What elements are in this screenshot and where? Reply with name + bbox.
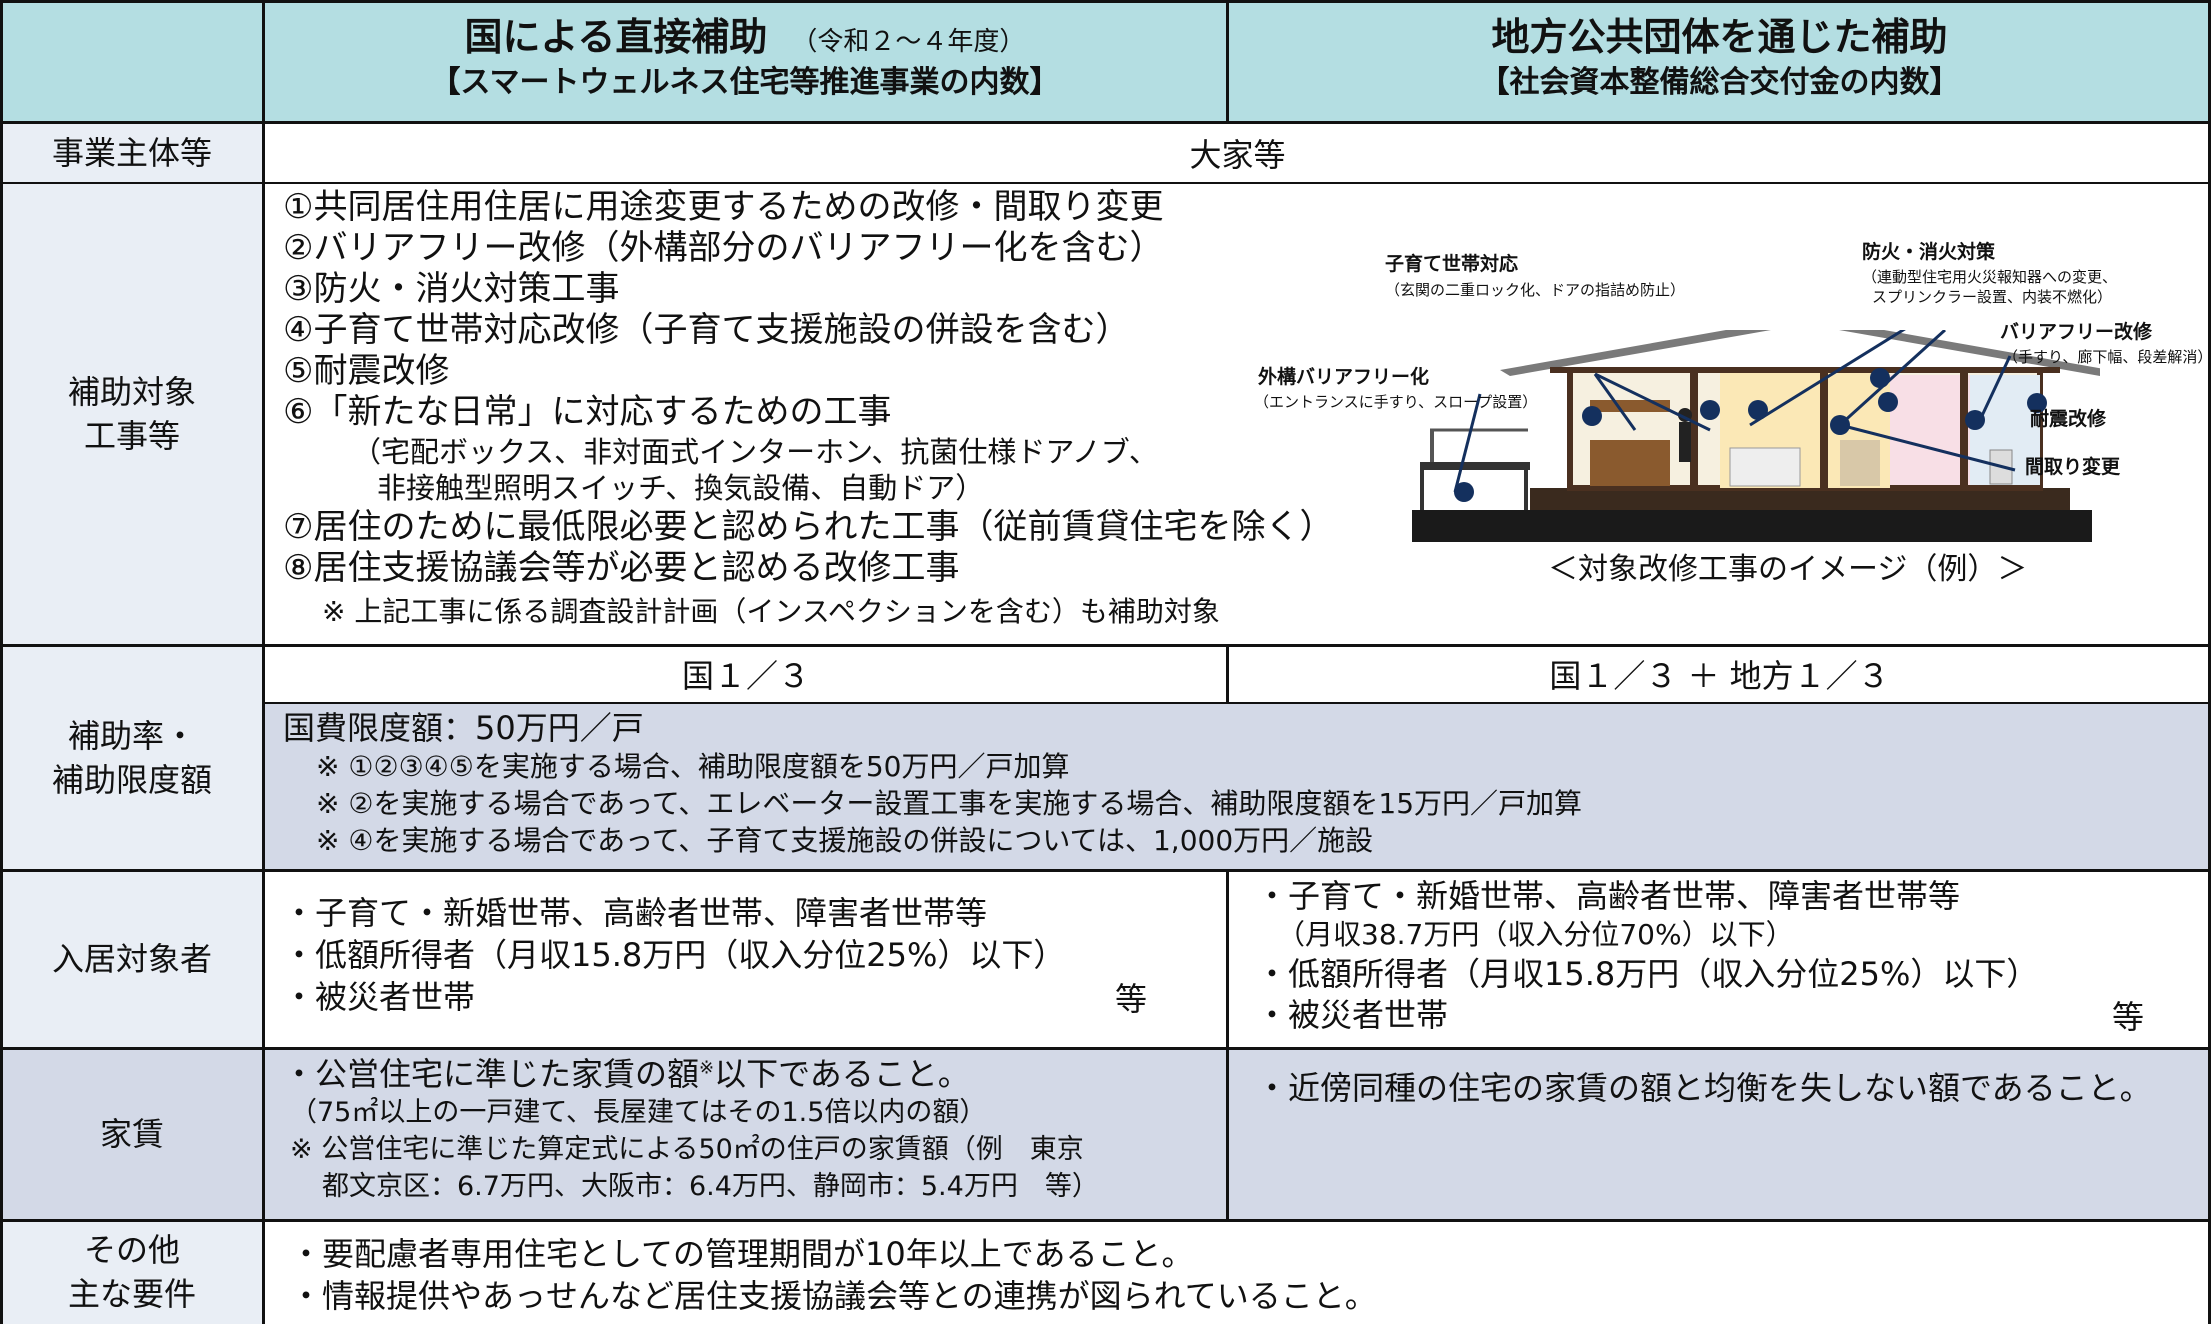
tenants-col1-line2: ・低額所得者（月収15.8万円（収入分位25%）以下） [283,936,1066,974]
rate-limit: 国費限度額：50万円／戸 [283,709,644,747]
grid-line [0,182,2211,184]
row-label-operator: 事業主体等 [51,134,212,172]
col2-title: 地方公共団体を通じた補助 [1491,15,1948,59]
rate-col2: 国１／３ ＋ 地方１／３ [1549,657,1890,695]
other-line1: ・要配慮者専用住宅としての管理期間が10年以上であること。 [290,1235,1194,1273]
work-item-2: ②バリアフリー改修（外構部分のバリアフリー化を含む） [283,228,1164,268]
image-caption: ＜対象改修工事のイメージ（例）＞ [1548,552,2028,587]
ann-bf-title: バリアフリー改修 [2000,321,2153,343]
ann-fire-title: 防火・消火対策 [1862,241,1996,263]
rate-col1: 国１／３ [681,657,810,695]
works-label-line1: 補助対象 [67,373,196,411]
work-item-6-detail1: （宅配ボックス、非対面式インターホン、抗菌仕様ドアノブ、 [352,435,1158,469]
rate-note-1: ※ ①②③④⑤を実施する場合、補助限度額を50万円／戸加算 [316,750,1070,783]
other-value-bg [264,1220,2211,1324]
rate-top-bg [264,645,2211,703]
other-line2: ・情報提供やあっせんなど居住支援協議会等との連携が図られていること。 [290,1277,1377,1315]
house-illustration [1412,330,2100,542]
grid-line [1226,870,1229,1220]
tenants-col1-line1: ・子育て・新婚世帯、高齢者世帯、障害者世帯等 [283,894,988,932]
grid-line [0,121,2211,124]
tenants-col2-line4: ・被災者世帯 [1256,996,1449,1034]
works-label-line2: 工事等 [83,417,180,455]
tenants-value-bg [264,870,2211,1048]
grid-line [1226,0,1229,123]
ann-fire-sub1: （連動型住宅用火災報知器への変更、 [1862,268,2118,286]
tenants-col1-etc: 等 [1115,980,1148,1018]
grid-line [0,869,2211,872]
rent-col1-mark: ※ [699,1057,715,1079]
row-label-rent: 家賃 [99,1115,164,1153]
rent-col1-line3: ※ 公営住宅に準じた算定式による50㎡の住戸の家賃額（例 東京 [290,1134,1084,1165]
rent-col1-line2: （75㎡以上の一戸建て、長屋建てはその1.5倍以内の額） [290,1097,987,1128]
operator-value-bg [264,123,2211,183]
tenants-col2-line1: ・子育て・新婚世帯、高齢者世帯、障害者世帯等 [1256,877,1961,915]
grid-line [0,644,2211,647]
ann-child-sub: （玄関の二重ロック化、ドアの指詰め防止） [1385,281,1686,299]
rent-col2: ・近傍同種の住宅の家賃の額と均衡を失しない額であること。 [1256,1069,2152,1107]
grid-line [0,1219,2211,1222]
grid-line [2208,0,2211,1324]
grid-line [0,0,2211,3]
row-label-tenants: 入居対象者 [51,940,212,978]
col1-subtitle: 【スマートウェルネス住宅等推進事業の内数】 [430,65,1060,100]
col1-title: 国による直接補助 [464,15,768,59]
rate-label-line1: 補助率・ [67,716,196,755]
rate-note-3: ※ ④を実施する場合であって、子育て支援施設の併設については、1,000万円／施… [316,824,1374,857]
ann-quake: 耐震改修 [2030,408,2107,430]
col1-period: （令和２～４年度） [791,27,1026,57]
ann-ext-sub: （エントランスに手すり、スロープ設置） [1254,393,1538,411]
work-item-6: ⑥「新たな日常」に対応するための工事 [283,392,892,432]
tenants-col2-line3: ・低額所得者（月収15.8万円（収入分位25%）以下） [1256,955,2039,993]
row-label-other: その他 主な要件 [0,1220,264,1324]
work-item-5: ⑤耐震改修 [283,351,450,391]
work-item-1: ①共同居住用住居に用途変更するための改修・間取り変更 [283,187,1164,227]
work-item-6-detail2: 非接触型照明スイッチ、換気設備、自動ドア） [377,471,985,505]
ann-ext-title: 外構バリアフリー化 [1258,366,1430,388]
rate-label-line2: 補助限度額 [51,760,212,799]
row-label-rate: 補助率・ 補助限度額 [0,645,264,870]
grid-line [262,0,265,1324]
other-label-line2: 主な要件 [67,1275,196,1313]
tenants-col1-line3: ・被災者世帯 [283,978,476,1016]
operator-value: 大家等 [1189,136,1286,174]
rent-col2-bg [1228,1048,2211,1220]
row-label-works: 補助対象 工事等 [0,183,264,645]
rent-col1-line4: 都文京区：6.7万円、大阪市：6.4万円、静岡市：5.4万円 等） [322,1171,1099,1202]
grid-line [1226,645,1229,703]
grid-line [264,702,2211,704]
rate-note-2: ※ ②を実施する場合であって、エレベーター設置工事を実施する場合、補助限度額を1… [316,787,1583,820]
grid-line [0,0,3,1324]
rent-col1-line1: ・公営住宅に準じた家賃の額※以下であること。 [283,1058,970,1090]
other-label-line1: その他 [83,1231,180,1269]
rate-limit-bg [264,703,2211,870]
work-item-4: ④子育て世帯対応改修（子育て支援施設の併設を含む） [283,310,1130,350]
work-item-8: ⑧居住支援協議会等が必要と認める改修工事 [283,548,960,588]
work-item-7: ⑦居住のために最低限必要と認められた工事（従前賃貸住宅を除く） [283,507,1334,547]
works-note: ※ 上記工事に係る調査設計計画（インスペクションを含む）も補助対象 [322,595,1220,628]
ann-bf-sub: （手すり、廊下幅、段差解消） [2003,348,2211,366]
ann-layout: 間取り変更 [2025,456,2121,478]
rent-col1-line1-tail: 以下であること。 [714,1055,970,1093]
grid-line [0,1047,2211,1050]
header-row-bg [0,0,2211,123]
work-item-3: ③防火・消火対策工事 [283,269,620,309]
col2-subtitle: 【社会資本整備総合交付金の内数】 [1479,65,1960,100]
header-col1: 国による直接補助 （令和２～４年度） [264,18,1226,56]
tenants-col2-line2: （月収38.7万円（収入分位70%）以下） [1277,918,1794,951]
tenants-col2-etc: 等 [2112,998,2145,1036]
rent-col1-line1-text: ・公営住宅に準じた家賃の額 [283,1055,700,1093]
ann-fire-sub2: スプリンクラー設置、内装不燃化） [1872,288,2113,306]
rent-label-bg [0,1048,264,1220]
rent-col1-bg [264,1048,1228,1220]
ann-child-title: 子育て世帯対応 [1385,253,1519,275]
